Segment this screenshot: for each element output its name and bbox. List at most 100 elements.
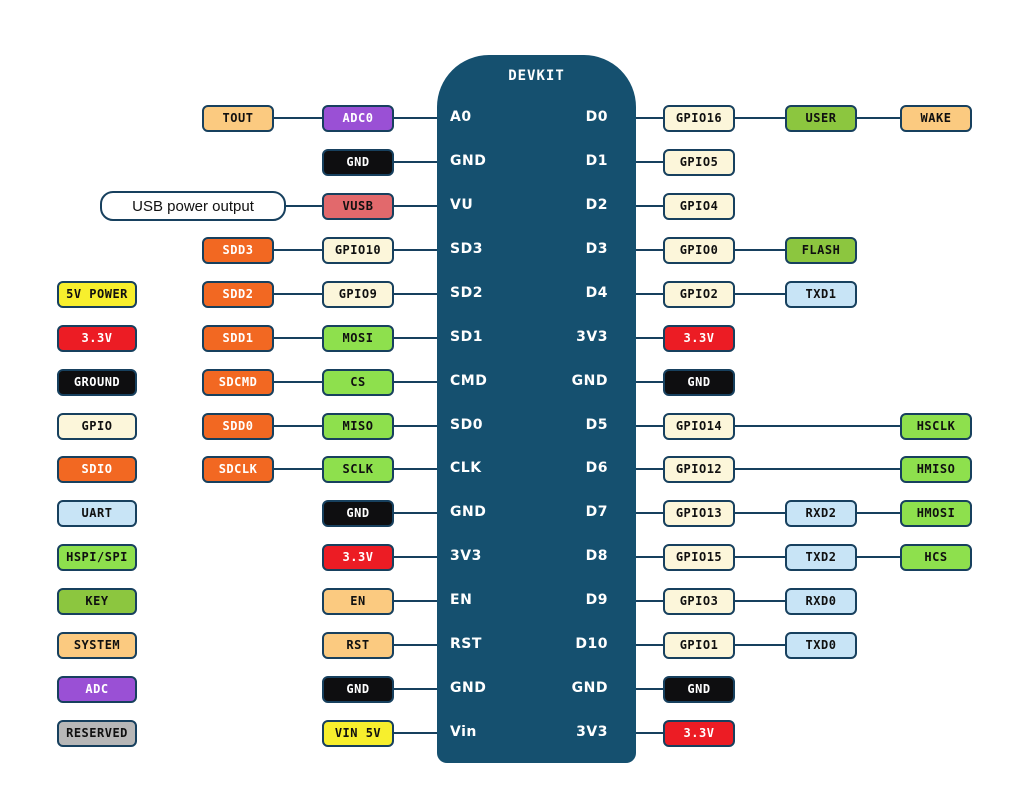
label-box-en: EN: [322, 587, 394, 615]
pin-right-3v3-5: 3V3: [576, 329, 608, 345]
label-box-sdclk: SDCLK: [202, 455, 274, 483]
pin-left-a0-0: A0: [450, 109, 472, 125]
label-box-gnd: GND: [663, 368, 735, 396]
pin-right-d2-2: D2: [585, 197, 608, 213]
callout-usb-power-output: USB power output: [100, 191, 286, 221]
pin-left-sd3-3: SD3: [450, 241, 483, 257]
legend-gpio: GPIO: [57, 412, 137, 440]
legend-sdio: SDIO: [57, 455, 137, 483]
label-box-gpio9: GPIO9: [322, 280, 394, 308]
pin-left-sd1-5: SD1: [450, 329, 483, 345]
devkit-board: [437, 55, 636, 763]
label-box-vusb: VUSB: [322, 192, 394, 220]
label-box-gpio14: GPIO14: [663, 412, 735, 440]
legend-uart: UART: [57, 499, 137, 527]
label-box-txd1: TXD1: [785, 280, 857, 308]
label-box-gpio15: GPIO15: [663, 543, 735, 571]
label-box-3-3v: 3.3V: [322, 543, 394, 571]
label-box-3-3v: 3.3V: [663, 719, 735, 747]
label-box-3-3v: 3.3V: [663, 324, 735, 352]
pin-left-gnd-9: GND: [450, 504, 487, 520]
connector-line: [358, 600, 437, 602]
label-box-vin-5v: VIN 5V: [322, 719, 394, 747]
label-box-gpio2: GPIO2: [663, 280, 735, 308]
label-box-user: USER: [785, 104, 857, 132]
label-box-sdd3: SDD3: [202, 236, 274, 264]
legend-key: KEY: [57, 587, 137, 615]
pin-left-rst-12: RST: [450, 636, 482, 652]
label-box-cs: CS: [322, 368, 394, 396]
label-box-adc0: ADC0: [322, 104, 394, 132]
label-box-rxd2: RXD2: [785, 499, 857, 527]
pin-right-d10-12: D10: [575, 636, 608, 652]
pin-left-3v3-10: 3V3: [450, 548, 482, 564]
pin-left-clk-8: CLK: [450, 460, 482, 476]
label-box-hmiso: HMISO: [900, 455, 972, 483]
label-box-gnd: GND: [322, 499, 394, 527]
connector-line: [358, 556, 437, 558]
pin-right-d9-11: D9: [585, 592, 608, 608]
legend-system: SYSTEM: [57, 631, 137, 659]
label-box-gpio4: GPIO4: [663, 192, 735, 220]
pin-left-gnd-1: GND: [450, 153, 487, 169]
connector-line: [358, 732, 437, 734]
legend-hspi-spi: HSPI/SPI: [57, 543, 137, 571]
label-box-sclk: SCLK: [322, 455, 394, 483]
legend-reserved: RESERVED: [57, 719, 137, 747]
board-title: DEVKIT: [508, 68, 565, 84]
label-box-gpio5: GPIO5: [663, 148, 735, 176]
label-box-txd2: TXD2: [785, 543, 857, 571]
connector-line: [358, 688, 437, 690]
label-box-gpio3: GPIO3: [663, 587, 735, 615]
connector-line: [358, 161, 437, 163]
pin-right-d6-8: D6: [585, 460, 608, 476]
pin-right-d5-7: D5: [585, 417, 608, 433]
pin-right-3v3-14: 3V3: [576, 724, 608, 740]
pin-right-d4-4: D4: [585, 285, 608, 301]
label-box-gpio1: GPIO1: [663, 631, 735, 659]
label-box-sdcmd: SDCMD: [202, 368, 274, 396]
label-box-txd0: TXD0: [785, 631, 857, 659]
pin-left-gnd-13: GND: [450, 680, 487, 696]
pin-left-en-11: EN: [450, 592, 473, 608]
pin-left-sd0-7: SD0: [450, 417, 483, 433]
label-box-sdd1: SDD1: [202, 324, 274, 352]
label-box-gpio10: GPIO10: [322, 236, 394, 264]
legend-ground: GROUND: [57, 368, 137, 396]
connector-line: [358, 512, 437, 514]
legend-5v-power: 5V POWER: [57, 280, 137, 308]
legend-adc: ADC: [57, 675, 137, 703]
label-box-gpio16: GPIO16: [663, 104, 735, 132]
pin-right-gnd-13: GND: [571, 680, 608, 696]
label-box-gnd: GND: [663, 675, 735, 703]
label-box-sdd0: SDD0: [202, 412, 274, 440]
label-box-gnd: GND: [322, 675, 394, 703]
label-box-sdd2: SDD2: [202, 280, 274, 308]
pin-left-sd2-4: SD2: [450, 285, 483, 301]
pin-right-d1-1: D1: [585, 153, 608, 169]
label-box-rst: RST: [322, 631, 394, 659]
label-box-flash: FLASH: [785, 236, 857, 264]
label-box-gpio0: GPIO0: [663, 236, 735, 264]
label-box-wake: WAKE: [900, 104, 972, 132]
label-box-tout: TOUT: [202, 104, 274, 132]
label-box-gpio12: GPIO12: [663, 455, 735, 483]
label-box-rxd0: RXD0: [785, 587, 857, 615]
label-box-gpio13: GPIO13: [663, 499, 735, 527]
label-box-hmosi: HMOSI: [900, 499, 972, 527]
pin-left-cmd-6: CMD: [450, 373, 488, 389]
pin-right-d3-3: D3: [585, 241, 608, 257]
connector-line: [636, 425, 936, 427]
label-box-gnd: GND: [322, 148, 394, 176]
connector-line: [190, 205, 437, 207]
label-box-hsclk: HSCLK: [900, 412, 972, 440]
pin-left-vu-2: VU: [450, 197, 474, 213]
label-box-miso: MISO: [322, 412, 394, 440]
connector-line: [358, 644, 437, 646]
pin-right-gnd-6: GND: [571, 373, 608, 389]
connector-line: [636, 468, 936, 470]
label-box-hcs: HCS: [900, 543, 972, 571]
pin-right-d7-9: D7: [585, 504, 608, 520]
pin-left-vin-14: Vin: [450, 724, 477, 740]
